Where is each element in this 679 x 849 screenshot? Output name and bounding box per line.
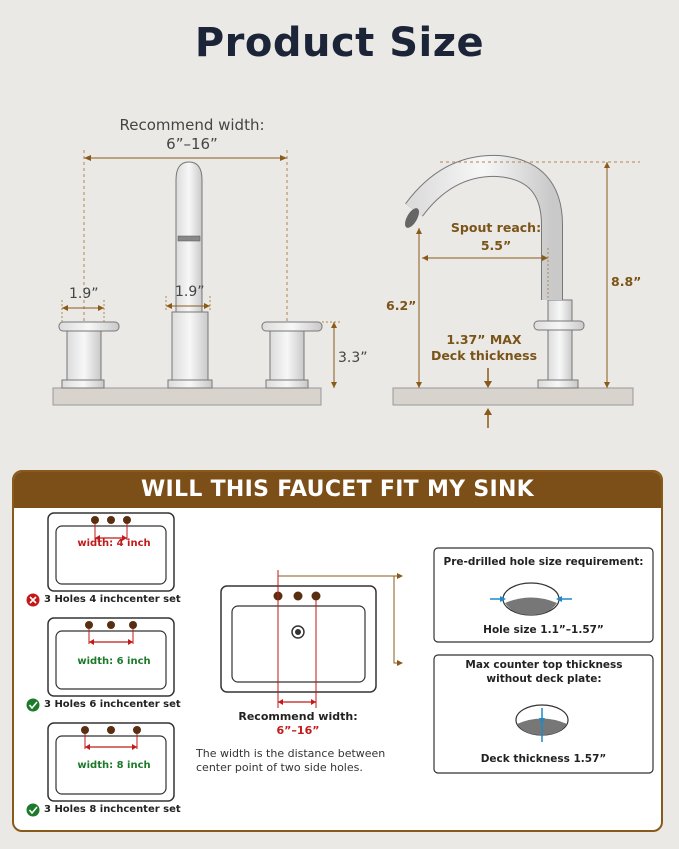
spout-reach-label: Spout reach: 5.5” xyxy=(446,219,546,255)
center-recommend-label: Recommend width: 6”–16” xyxy=(228,710,368,738)
page-title: Product Size xyxy=(194,20,485,66)
option-width-label: width: 8 inch xyxy=(77,760,151,771)
handle-height-label: 3.3” xyxy=(338,350,368,366)
center-note: The width is the distance between center… xyxy=(196,747,386,774)
handle-width-label: 1.9” xyxy=(69,286,99,302)
center-recommend-value: 6”–16” xyxy=(276,724,320,737)
deck-thickness-text: Deck thickness xyxy=(430,348,538,363)
spout-width-label: 1.9” xyxy=(175,284,205,300)
option-width-label: width: 6 inch xyxy=(77,656,151,667)
recommend-width-value: 6”–16” xyxy=(166,135,218,153)
center-recommend-text: Recommend width: xyxy=(238,710,358,723)
deck-thickness-value: 1.37” MAX xyxy=(446,332,522,347)
recommend-width-text: Recommend width: xyxy=(119,116,265,134)
total-height-label: 8.8” xyxy=(611,274,642,289)
recommend-width-label: Recommend width: 6”–16” xyxy=(92,116,292,154)
option-caption: 3 Holes 8 inchcenter set xyxy=(44,804,181,815)
fit-panel: WILL THIS FAUCET FIT MY SINK xyxy=(12,470,663,832)
hole-box-value: Hole size 1.1”–1.57” xyxy=(483,624,604,636)
spout-reach-value: 5.5” xyxy=(480,238,512,253)
option-caption: 3 Holes 6 inchcenter set xyxy=(44,699,181,710)
faucet-dimension-drawing xyxy=(52,150,640,428)
fit-panel-header: WILL THIS FAUCET FIT MY SINK xyxy=(14,472,661,508)
spout-reach-text: Spout reach: xyxy=(450,220,542,235)
spout-height-label: 6.2” xyxy=(386,298,417,313)
deck-box-value: Deck thickness 1.57” xyxy=(480,753,607,765)
option-width-label: width: 4 inch xyxy=(77,538,151,549)
option-caption: 3 Holes 4 inchcenter set xyxy=(44,594,181,605)
deck-box-title: Max counter top thickness without deck p… xyxy=(465,659,623,685)
hole-box-title: Pre-drilled hole size requirement: xyxy=(443,556,644,568)
sink-diagrams xyxy=(26,512,654,817)
deck-thickness-label: 1.37” MAX Deck thickness xyxy=(428,332,540,364)
